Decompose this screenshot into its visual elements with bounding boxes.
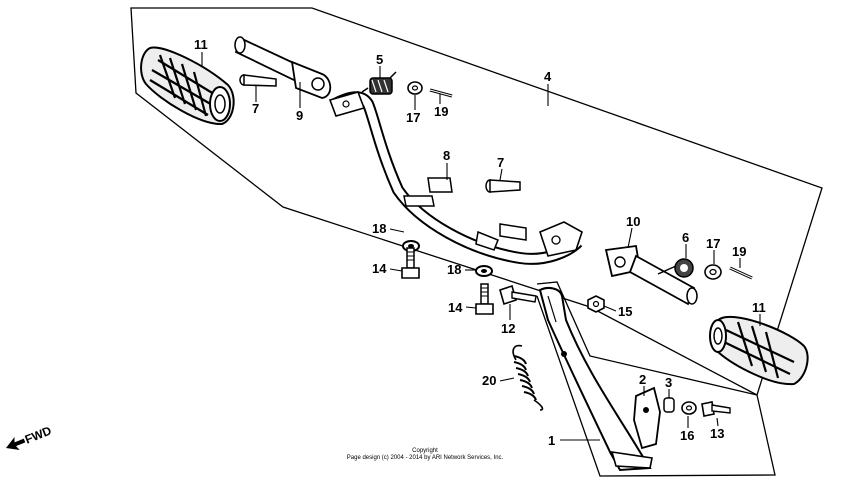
callout-6: 6	[682, 230, 689, 245]
copyright-line-2: Page design (c) 2004 - 2014 by ARI Netwo…	[346, 455, 504, 461]
callout-18-right: 18	[447, 262, 461, 277]
callout-7-middle: 7	[497, 155, 504, 170]
pivot-pin-upper	[239, 74, 277, 87]
callout-12: 12	[501, 321, 515, 336]
callout-11-right: 11	[752, 300, 766, 315]
cotter-pin-upper	[429, 88, 453, 98]
pivot-pin-middle	[485, 179, 521, 193]
callout-17-right: 17	[706, 236, 720, 251]
footpeg-rubber-left	[140, 46, 235, 126]
lower-group-outline	[536, 281, 776, 477]
callout-5: 5	[376, 52, 383, 67]
pivot-bolt	[499, 284, 537, 306]
step-bar	[328, 91, 583, 265]
callout-9: 9	[296, 108, 303, 123]
washer-16	[681, 401, 697, 415]
leader-lines	[201, 52, 761, 441]
forward-indicator: FWD	[6, 423, 54, 450]
callout-7-upper: 7	[252, 101, 259, 116]
bolt-13	[701, 401, 731, 417]
callout-11-left: 11	[194, 37, 208, 52]
stand-spring	[512, 344, 544, 411]
cotter-pin-right	[729, 266, 753, 280]
return-spring-right	[657, 258, 694, 278]
footpeg-left	[234, 36, 332, 99]
callout-1: 1	[548, 433, 555, 448]
stand-bracket	[633, 386, 661, 450]
callout-2: 2	[639, 372, 646, 387]
footpeg-rubber-right	[709, 315, 809, 386]
washer-upper	[407, 81, 423, 95]
callout-14-right: 14	[448, 300, 463, 315]
return-spring-upper	[361, 71, 397, 95]
nut-15	[587, 295, 605, 313]
collar	[663, 397, 675, 413]
copyright-line-1: Copyright	[412, 448, 438, 454]
washer-right	[704, 264, 722, 280]
callout-15: 15	[618, 304, 632, 319]
callout-18-left: 18	[372, 221, 386, 236]
callout-10: 10	[626, 214, 640, 229]
bolt-14-right	[475, 283, 494, 315]
side-stand	[538, 287, 653, 472]
callout-20: 20	[482, 373, 496, 388]
callout-19-upper: 19	[434, 104, 448, 119]
forward-label: FWD	[23, 423, 54, 446]
callout-8: 8	[443, 148, 450, 163]
callout-19-right: 19	[732, 244, 746, 259]
callout-17-upper: 17	[406, 110, 420, 125]
callout-4: 4	[544, 69, 552, 84]
callout-3: 3	[665, 375, 672, 390]
washer-18-right	[475, 265, 493, 277]
callout-14-left: 14	[372, 261, 387, 276]
bolt-14-left	[401, 247, 420, 279]
callout-labels: 11 7 9 5 17 19 4 8 7 10 6 17 19 11 18 14…	[194, 37, 766, 448]
callout-13: 13	[710, 426, 724, 441]
callout-16: 16	[680, 428, 694, 443]
upper-group-outline	[130, 7, 823, 396]
footpeg-right	[604, 244, 698, 306]
copyright-notice: Copyright Page design (c) 2004 - 2014 by…	[300, 448, 550, 462]
forward-arrow-icon	[6, 437, 26, 450]
